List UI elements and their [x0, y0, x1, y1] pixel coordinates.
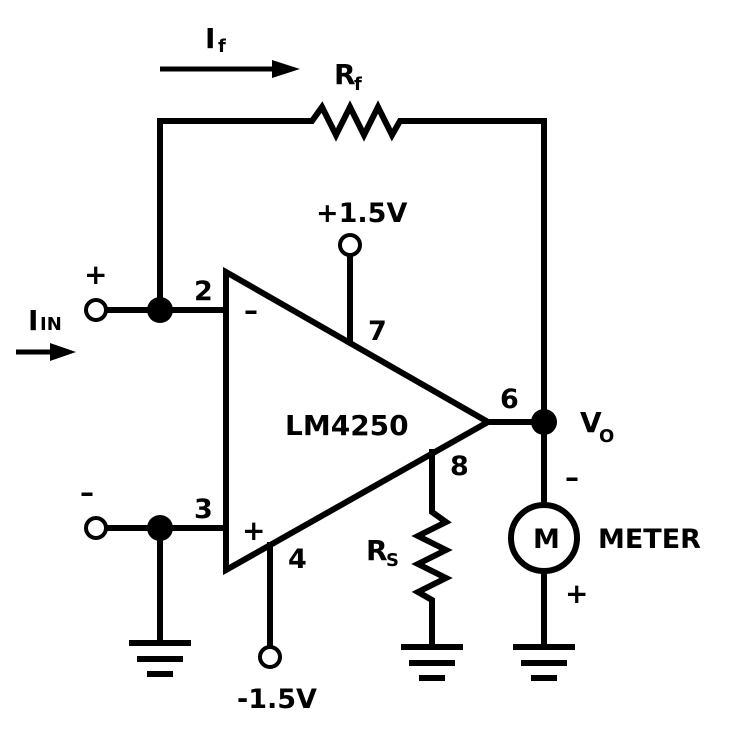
opamp-noninverting-sign: + — [242, 514, 265, 547]
feedback-loop — [157, 100, 547, 425]
ground-symbol-input — [129, 640, 191, 677]
meter-minus-sign: – — [565, 461, 579, 494]
input-current-label: I — [28, 304, 38, 337]
meter-symbol: M — [533, 524, 560, 555]
negative-supply-terminal — [258, 645, 282, 669]
noninverting-input-wire — [84, 515, 229, 646]
set-resistor-label: R — [366, 534, 388, 567]
set-resistor-subscript: S — [386, 550, 399, 571]
pin-noninverting: 3 — [194, 494, 213, 525]
noninverting-input-terminal — [84, 516, 108, 540]
positive-supply-label: +1.5V — [316, 198, 407, 229]
feedback-current-label: I — [205, 22, 215, 55]
output-voltage-label: V — [580, 406, 602, 439]
meter — [508, 502, 580, 648]
opamp-inverting-sign: – — [244, 294, 258, 327]
meter-label: METER — [598, 524, 701, 555]
pin-inverting: 2 — [194, 276, 213, 307]
positive-supply-terminal — [338, 233, 362, 257]
meter-plus-sign: + — [565, 577, 588, 610]
feedback-current-arrow — [160, 60, 300, 78]
input-plus-sign: + — [84, 258, 107, 291]
output-voltage-subscript: O — [599, 426, 614, 447]
output-wire — [485, 409, 557, 505]
set-resistor-branch — [411, 449, 453, 648]
ground-symbol-set-resistor — [401, 644, 463, 681]
pin-supply-positive: 7 — [368, 316, 387, 347]
ground-symbol-meter — [513, 644, 575, 681]
inverting-input-terminal — [84, 298, 108, 322]
pin-output: 6 — [500, 384, 519, 415]
inverting-input-wire — [84, 297, 229, 323]
feedback-resistor — [297, 100, 547, 142]
input-current-subscript: IN — [40, 314, 62, 335]
inverting-input-junction — [147, 297, 173, 323]
negative-supply-wire — [258, 542, 282, 669]
pin-set: 8 — [450, 451, 469, 482]
opamp-body — [223, 266, 495, 576]
input-current-arrow — [16, 343, 76, 361]
negative-supply-label: -1.5V — [237, 684, 317, 715]
feedback-current-subscript: f — [218, 36, 226, 57]
opamp-part-name: LM4250 — [285, 409, 409, 442]
feedback-resistor-label: R — [334, 58, 356, 91]
pin-supply-negative: 4 — [288, 544, 307, 575]
feedback-resistor-subscript: f — [354, 74, 362, 95]
set-resistor — [411, 502, 453, 648]
input-minus-sign: – — [80, 476, 94, 509]
positive-supply-wire — [338, 233, 362, 343]
